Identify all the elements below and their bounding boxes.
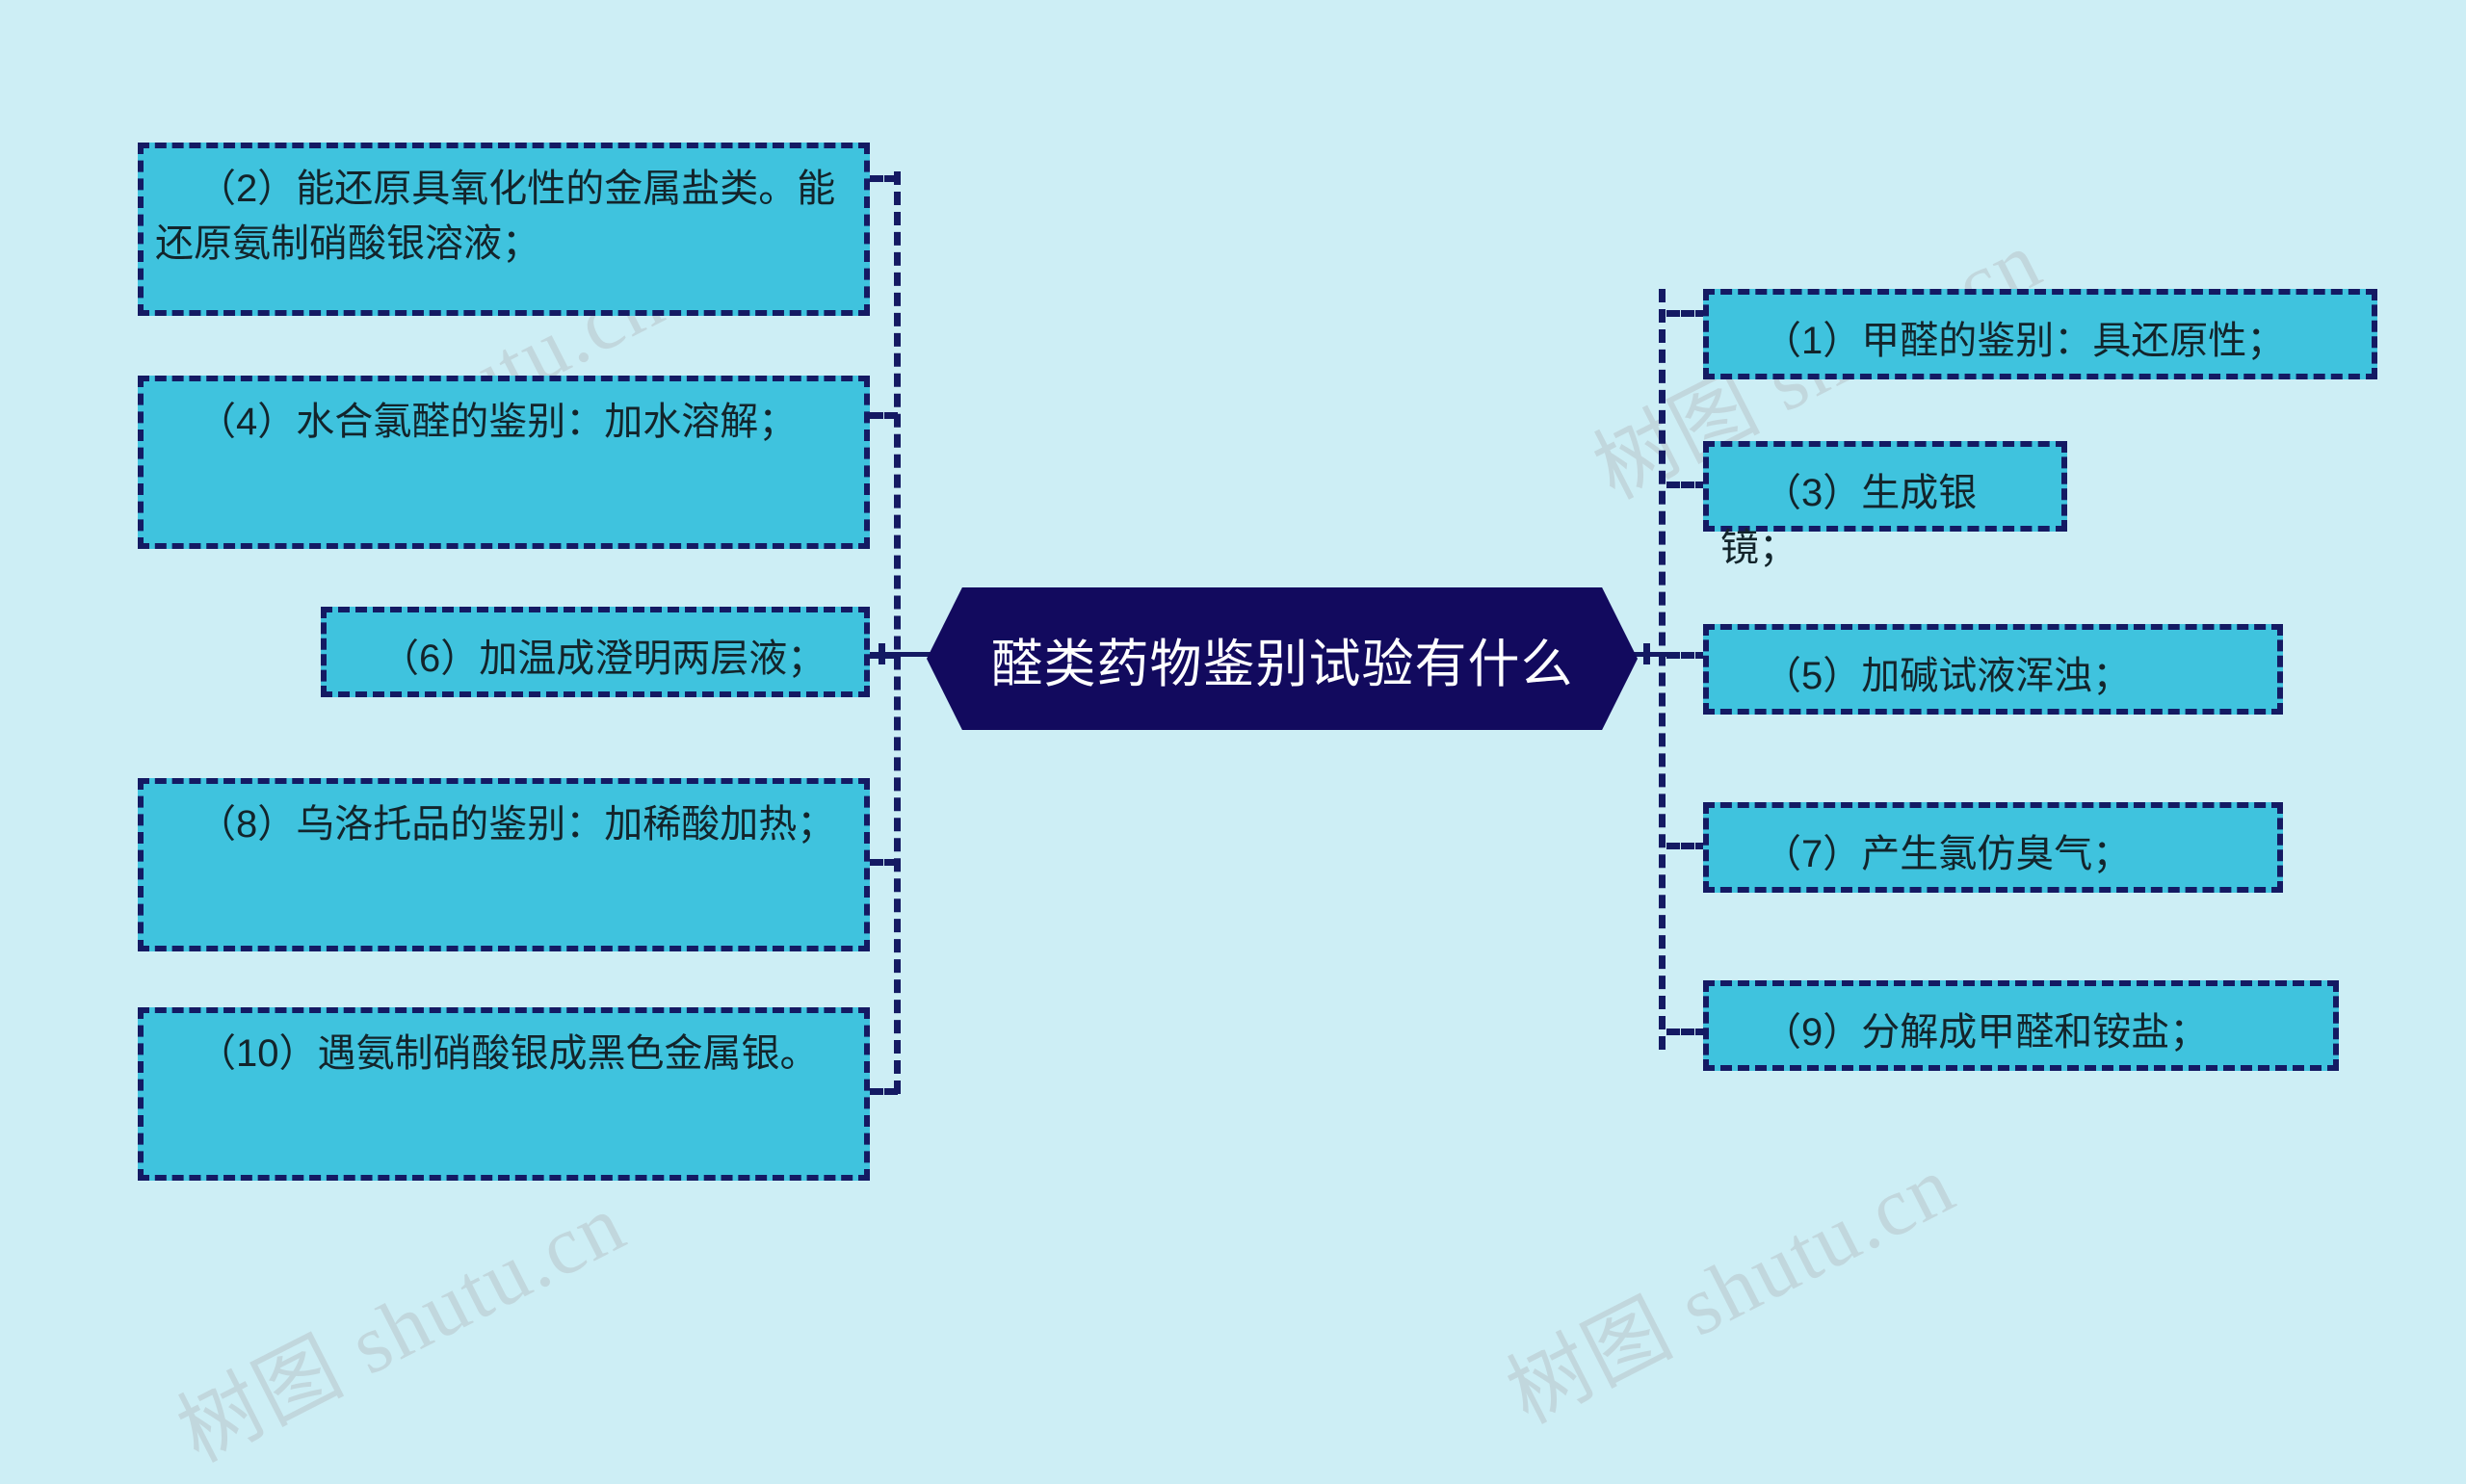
left-stub-item-10 [855, 1088, 898, 1095]
right-spine-to-center [1630, 652, 1670, 657]
node-right-3[interactable]: （5）加碱试液浑浊； [1703, 624, 2283, 715]
node-left-3[interactable]: （6）加温成澄明两层液； [321, 607, 870, 697]
left-spine-to-center [894, 652, 934, 657]
watermark: 树图 shutu.cn [1493, 1137, 1969, 1442]
left-stub-item-2 [855, 175, 898, 182]
left-stub-item-8 [855, 859, 898, 866]
left-stub-item-6 [855, 652, 898, 659]
left-stub-item-4 [855, 412, 898, 419]
watermark: 树图 shutu.cn [164, 1176, 640, 1480]
left-trunk-line [894, 171, 901, 1094]
node-right-1[interactable]: （1）甲醛的鉴别：具还原性； [1703, 289, 2377, 379]
right-stub-item-7 [1666, 843, 1709, 849]
node-left-2[interactable]: （4）水合氯醛的鉴别：加水溶解； [138, 376, 870, 549]
right-stub-item-9 [1666, 1028, 1709, 1035]
central-topic-label: 醛类药物鉴别试验有什么 [990, 635, 1574, 693]
node-right-4[interactable]: （7）产生氯仿臭气； [1703, 802, 2283, 893]
right-stub-item-1 [1666, 310, 1709, 317]
right-stub-item-5 [1666, 652, 1709, 659]
node-right-5[interactable]: （9）分解成甲醛和铵盐； [1703, 980, 2339, 1071]
mindmap-canvas: 树图 shutu.cn 树图 shutu.cn 树图 shutu.cn 树图 s… [138, 143, 2377, 1479]
central-topic[interactable]: 醛类药物鉴别试验有什么 [927, 587, 1638, 730]
right-stub-item-3 [1666, 482, 1709, 488]
node-right-2[interactable]: （3）生成银镜； [1703, 441, 2067, 569]
left-trunk-junction [879, 643, 885, 664]
node-left-4[interactable]: （8）乌洛托品的鉴别：加稀酸加热； [138, 778, 870, 951]
right-trunk-line [1659, 289, 1666, 1050]
node-left-5[interactable]: （10）遇氨制硝酸银成黑色金属银。 [138, 1007, 870, 1181]
node-left-1[interactable]: （2）能还原具氧化性的金属盐类。能还原氨制硝酸银溶液； [138, 143, 870, 316]
